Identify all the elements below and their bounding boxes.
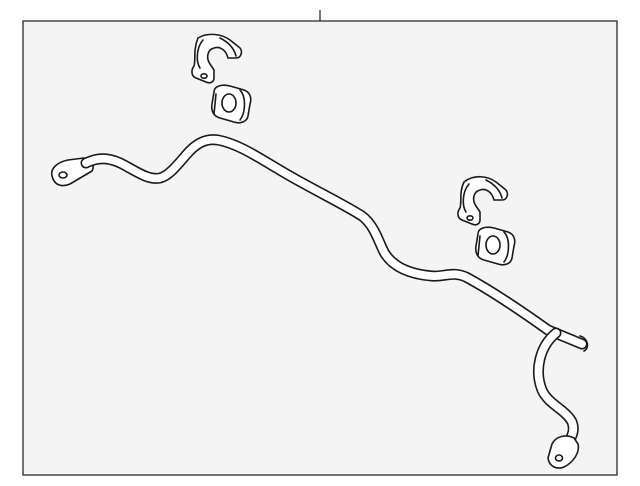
bushing-right[interactable] bbox=[474, 226, 516, 266]
stabilizer-bar-lower-end bbox=[547, 435, 580, 469]
bracket-right[interactable] bbox=[457, 175, 509, 226]
bushing-upper-left[interactable] bbox=[210, 84, 252, 124]
bracket-upper-left[interactable] bbox=[191, 33, 243, 84]
diagram-panel bbox=[22, 20, 618, 476]
stabilizer-bar[interactable] bbox=[50, 134, 589, 469]
